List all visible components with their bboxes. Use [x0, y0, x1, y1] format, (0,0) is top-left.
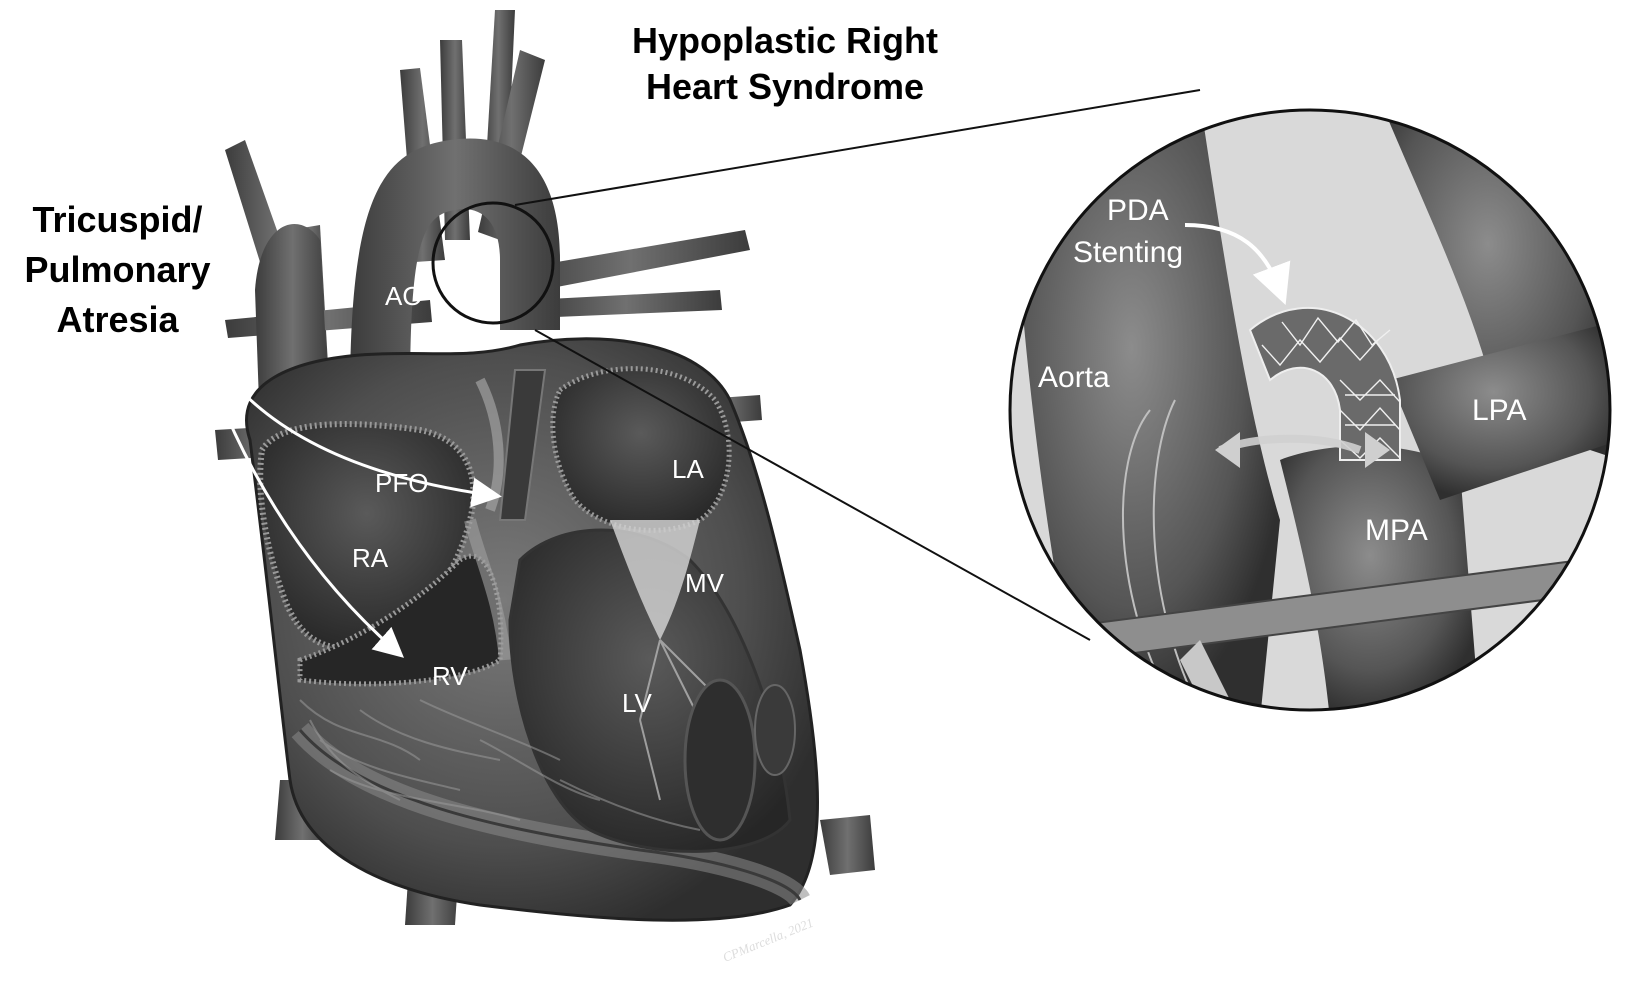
main-pulmonary-artery	[1280, 446, 1480, 710]
right-ventricle	[297, 553, 504, 687]
mitral-valve	[610, 520, 700, 640]
title-line-1: Hypoplastic Right	[631, 20, 939, 61]
title-line-2: Heart Syndrome	[645, 66, 925, 107]
artist-signature: CPMarcella, 2021	[721, 915, 816, 965]
condition-line-2: Pulmonary	[24, 249, 211, 290]
atresia-pointers	[193, 324, 502, 658]
label-pda: PDA	[1107, 194, 1169, 227]
condition-label: Tricuspid/ Pulmonary Atresia	[0, 195, 235, 345]
figure-title: Hypoplastic Right Heart Syndrome	[590, 18, 980, 110]
condition-line-1: Tricuspid/	[32, 199, 203, 240]
label-stenting: Stenting	[1073, 236, 1183, 269]
label-la: LA	[672, 454, 704, 484]
left-pulmonary-artery	[1390, 320, 1610, 500]
left-atrium	[550, 366, 732, 533]
label-mv: MV	[685, 568, 725, 598]
label-pfo: PFO	[375, 468, 428, 498]
label-lpa: LPA	[1472, 394, 1526, 427]
label-ao: AO	[385, 281, 423, 311]
inset-magnified-view	[1008, 108, 1612, 712]
condition-line-3: Atresia	[56, 299, 179, 340]
heart-chambers	[257, 366, 796, 853]
label-lv: LV	[622, 688, 653, 718]
ductus-focus-circle	[431, 201, 555, 325]
label-rv: RV	[432, 661, 468, 691]
label-mpa: MPA	[1365, 514, 1428, 547]
pda-stent	[1248, 306, 1401, 461]
label-aorta: Aorta	[1038, 361, 1110, 394]
label-ra: RA	[352, 543, 389, 573]
